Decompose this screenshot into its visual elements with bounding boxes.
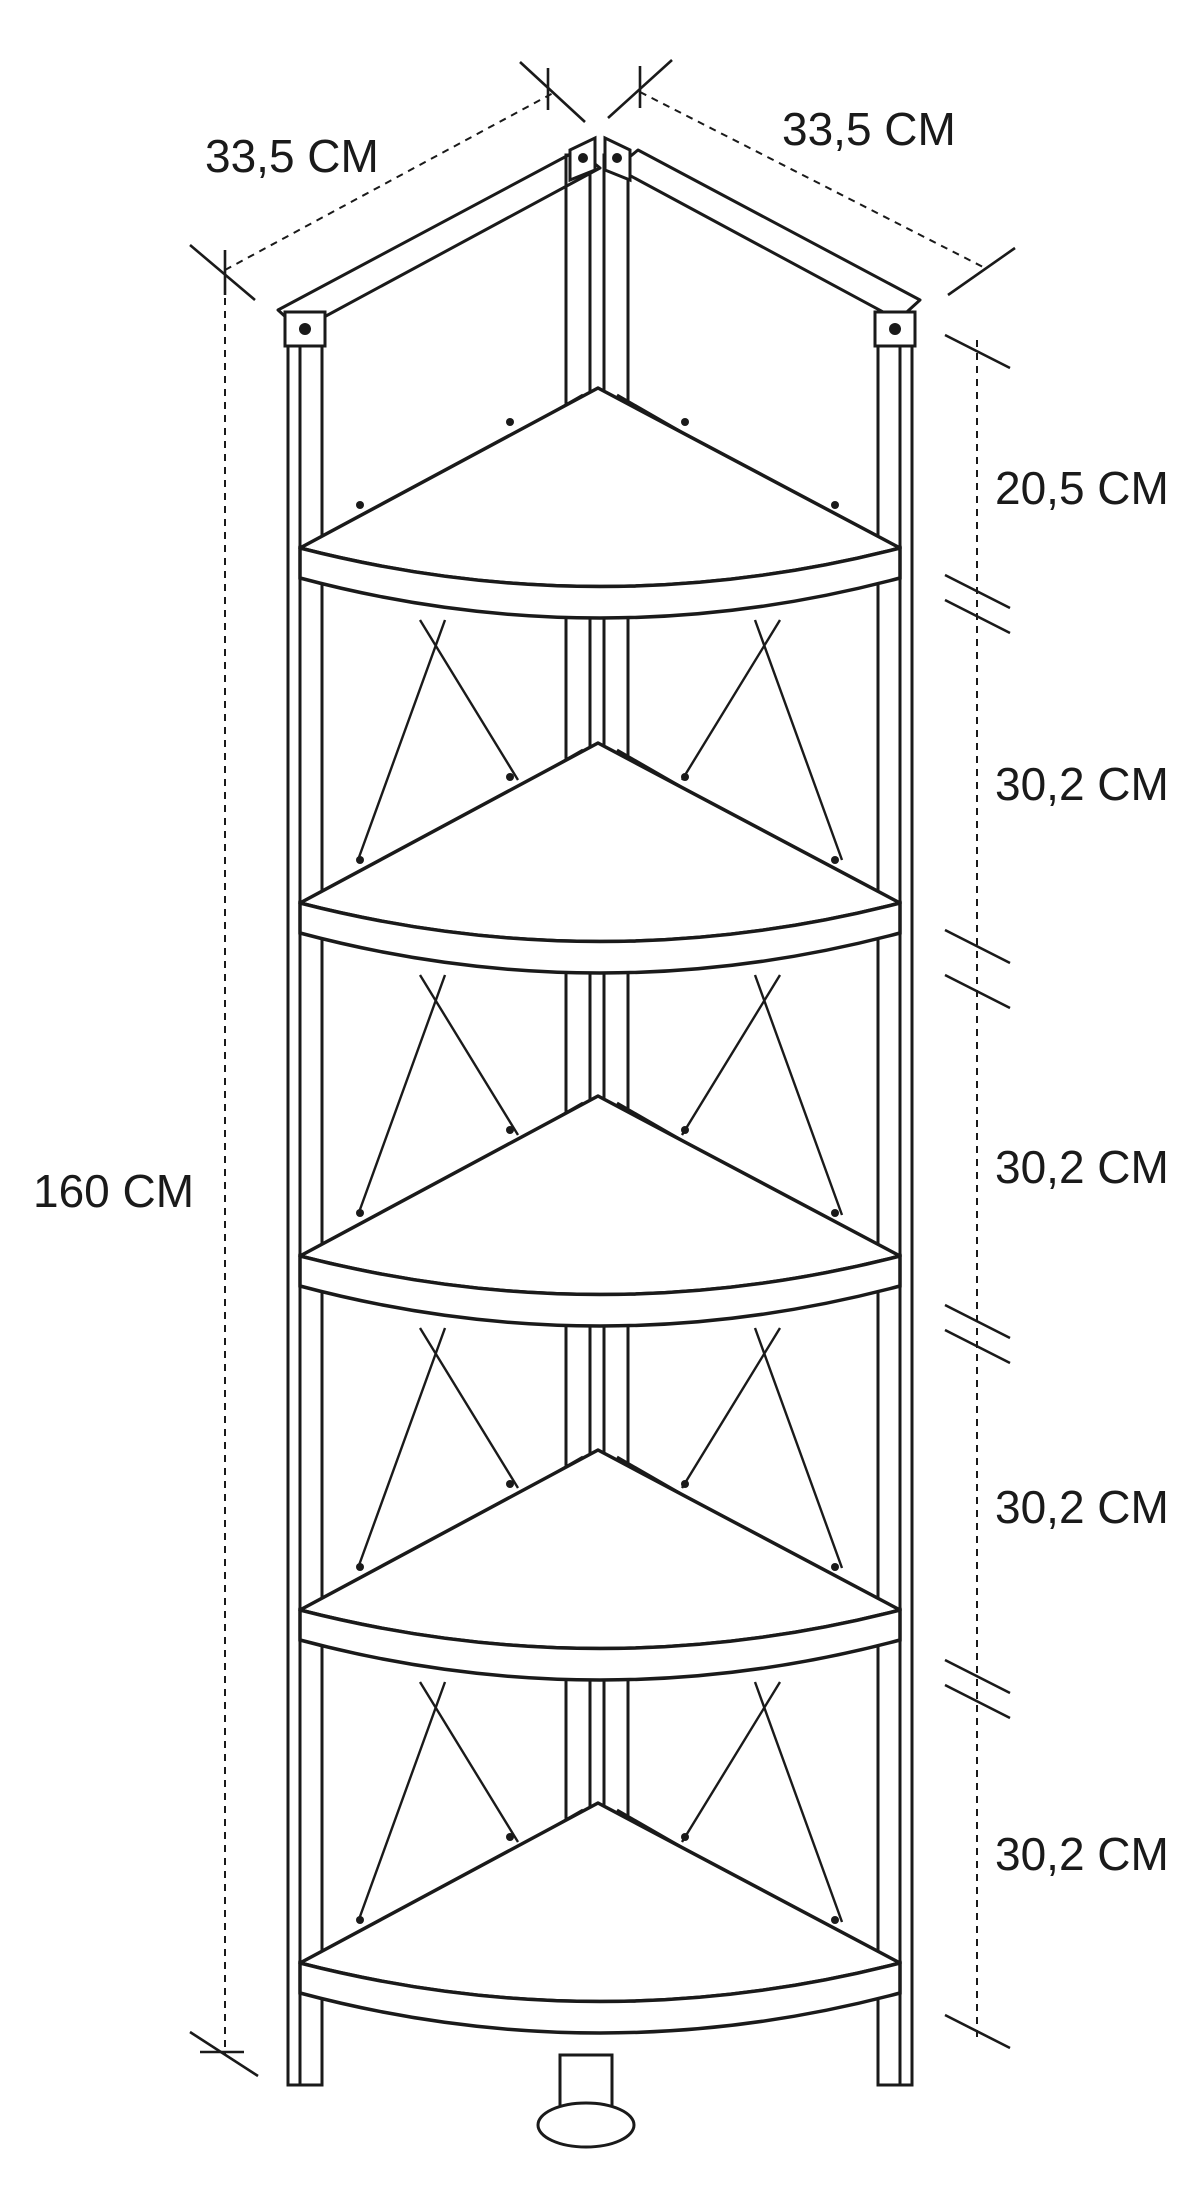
gap-4-label: 30,2 CM — [995, 1481, 1169, 1533]
width-right-label: 33,5 CM — [782, 103, 956, 155]
shelf-1 — [298, 386, 902, 620]
shelf-front-edge — [298, 1607, 902, 1682]
brace-bar — [753, 1681, 844, 1923]
screw-hole — [506, 773, 514, 781]
cross-brace-1 — [356, 619, 844, 861]
screw-hole — [831, 856, 839, 864]
shelf-5 — [298, 1801, 902, 2035]
screw-hole — [356, 1209, 364, 1217]
gap-3-label: 30,2 CM — [995, 1141, 1169, 1193]
shelf-front-edge — [298, 1253, 902, 1328]
screw-hole — [356, 1916, 364, 1924]
shelf-3 — [298, 1094, 902, 1328]
shelves-group — [298, 386, 902, 2035]
brace-bar — [753, 619, 844, 861]
brace-bar — [418, 974, 520, 1136]
brace-bar — [418, 1327, 520, 1489]
brace-bar — [356, 974, 447, 1216]
total-height-label: 160 CM — [33, 1165, 194, 1217]
shelf-top-surface — [298, 386, 902, 589]
screw-hole — [356, 1563, 364, 1571]
brace-bar — [418, 619, 520, 781]
screw-hole — [506, 1833, 514, 1841]
screw-hole — [681, 1126, 689, 1134]
shelf-front-edge — [298, 900, 902, 975]
cross-brace-2 — [356, 974, 844, 1216]
dimension-lines — [189, 59, 1016, 2078]
brace-bar — [418, 1681, 520, 1843]
screw-hole — [506, 1480, 514, 1488]
screw-hole — [506, 1126, 514, 1134]
screw-hole — [681, 1480, 689, 1488]
screw-hole — [681, 1833, 689, 1841]
brace-bar — [753, 1327, 844, 1569]
brace-bar — [680, 1681, 782, 1843]
cross-brace-4 — [356, 1681, 844, 1923]
shelf-front-edge — [298, 545, 902, 620]
gap-2-label: 30,2 CM — [995, 758, 1169, 810]
screw-hole — [356, 501, 364, 509]
screw-hole — [831, 1563, 839, 1571]
screw-hole — [831, 1209, 839, 1217]
shelf-4 — [298, 1448, 902, 1682]
top-frame — [276, 135, 922, 332]
screw-hole — [506, 418, 514, 426]
right-front-post — [873, 310, 917, 2087]
screw-hole — [681, 418, 689, 426]
left-front-post — [283, 310, 327, 2087]
screw-hole — [831, 1916, 839, 1924]
brace-bar — [680, 974, 782, 1136]
gap-top-label: 20,5 CM — [995, 462, 1169, 514]
center-foot — [536, 2053, 636, 2149]
brace-bar — [680, 619, 782, 781]
shelf-front-edge — [298, 1960, 902, 2035]
brace-bar — [680, 1327, 782, 1489]
gap-5-label: 30,2 CM — [995, 1828, 1169, 1880]
brace-bar — [356, 1327, 447, 1569]
screw-hole — [681, 773, 689, 781]
width-left-label: 33,5 CM — [205, 130, 379, 182]
cross-brace-3 — [356, 1327, 844, 1569]
screw-hole — [356, 856, 364, 864]
screw-hole — [831, 501, 839, 509]
brace-bar — [753, 974, 844, 1216]
brace-bar — [356, 1681, 447, 1923]
shelf-2 — [298, 741, 902, 975]
brace-bar — [356, 619, 447, 861]
